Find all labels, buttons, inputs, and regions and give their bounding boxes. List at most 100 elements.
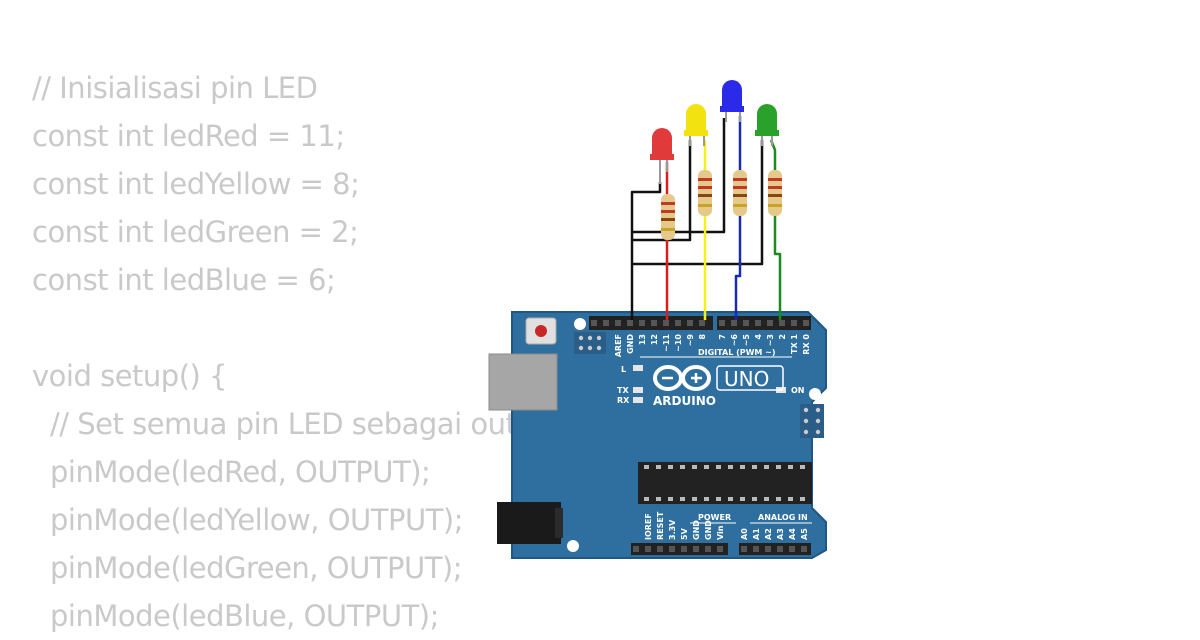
code-editor-text: // Inisialisasi pin LED const int ledRed … [32,64,564,640]
leds [650,80,779,184]
led-green [755,104,779,146]
pin-label: TX 1 [790,334,799,354]
pin-hole[interactable] [699,320,705,326]
led-red [650,128,674,184]
pin-hole[interactable] [777,546,783,552]
arduino-logo: ARDUINO [653,365,716,408]
pin-hole[interactable] [741,546,747,552]
pin-label: 2 [778,334,787,340]
pin-hole[interactable] [693,546,699,552]
pin-label: ~6 [730,334,739,347]
pin-label: RESET [656,511,665,540]
pin-hole[interactable] [639,320,645,326]
pin-label: IOREF [644,513,653,540]
analog-header-label: ANALOG IN [758,513,808,522]
code-line: pinMode(ledYellow, OUTPUT); [50,503,463,537]
pin-label: ~9 [686,334,695,347]
wire-pin2-green [773,216,782,320]
pin-label: A0 [740,528,749,540]
pin-hole[interactable] [731,320,737,326]
pin-label: ~5 [742,334,751,347]
pin-hole[interactable] [615,320,621,326]
pin-label: 13 [638,334,647,345]
pin-hole[interactable] [717,546,723,552]
digital-header-right [717,316,811,330]
pin-hole[interactable] [591,320,597,326]
pin-hole[interactable] [767,320,773,326]
pin-label: 12 [650,334,659,345]
code-line: const int ledYellow = 8; [32,167,360,201]
pin-hole[interactable] [705,546,711,552]
dc-power-jack [497,502,561,544]
pin-label: 7 [718,334,727,340]
pin-hole[interactable] [779,320,785,326]
pin-hole[interactable] [743,320,749,326]
pin-hole[interactable] [789,546,795,552]
code-line: // Inisialisasi pin LED [32,71,318,105]
pin-label: ~11 [662,334,671,352]
led-tx [633,387,643,393]
led-rx [633,397,643,403]
usb-port [488,353,558,411]
pin-hole[interactable] [681,546,687,552]
pin-label: RX 0 [802,334,811,355]
pin-label: A5 [800,528,809,540]
code-line: void setup() { [32,359,228,393]
wire-gnd-red-led [630,182,662,320]
code-line: pinMode(ledGreen, OUTPUT); [50,551,463,585]
pin-hole[interactable] [675,320,681,326]
power-header [631,543,728,555]
pin-hole[interactable] [687,320,693,326]
power-header-label: POWER [698,513,731,522]
atmega-chip [638,462,812,504]
pin-hole[interactable] [719,320,725,326]
pin-label: GND [626,334,635,354]
pin-label: Vin [716,525,725,540]
reset-button-cap[interactable] [535,325,547,337]
pin-hole[interactable] [765,546,771,552]
pin-label: A4 [788,528,797,540]
pin-label: ~3 [766,334,775,346]
pin-hole[interactable] [791,320,797,326]
pin-hole[interactable] [651,320,657,326]
pin-label: 5V [680,527,689,540]
mounting-hole [567,540,579,552]
pin-hole[interactable] [803,320,809,326]
pin-hole[interactable] [633,546,639,552]
wires [630,116,782,320]
code-line: pinMode(ledRed, OUTPUT); [50,455,431,489]
wire-pin6-blue [734,216,742,320]
icsp-header [574,332,606,354]
brand-label: ARDUINO [653,394,716,408]
led-blue [720,80,744,122]
pin-hole[interactable] [657,546,663,552]
pin-label: AREF [614,334,623,357]
digital-pin-holes [591,320,809,326]
led-tx-label: TX [617,386,629,395]
resistor-yellow [698,170,712,216]
pin-hole[interactable] [669,546,675,552]
pin-hole[interactable] [755,320,761,326]
pin-hole[interactable] [663,320,669,326]
pin-hole[interactable] [645,546,651,552]
pin-label: 8 [698,334,707,340]
pin-hole[interactable] [627,320,633,326]
code-line: const int ledRed = 11; [32,119,345,153]
pin-hole[interactable] [801,546,807,552]
model-box [716,365,784,391]
digital-header-label: DIGITAL (PWM ~) [698,348,776,357]
pin-label: GND [692,520,701,540]
pin-label: 4 [754,334,763,340]
wire-gnd-green-led [632,140,764,266]
pin-hole[interactable] [753,546,759,552]
mounting-hole [809,388,821,400]
led-yellow [684,104,708,146]
code-line: const int ledBlue = 6; [32,263,336,297]
analog-header [739,543,811,555]
icsp-right [800,404,824,438]
pin-hole[interactable] [603,320,609,326]
